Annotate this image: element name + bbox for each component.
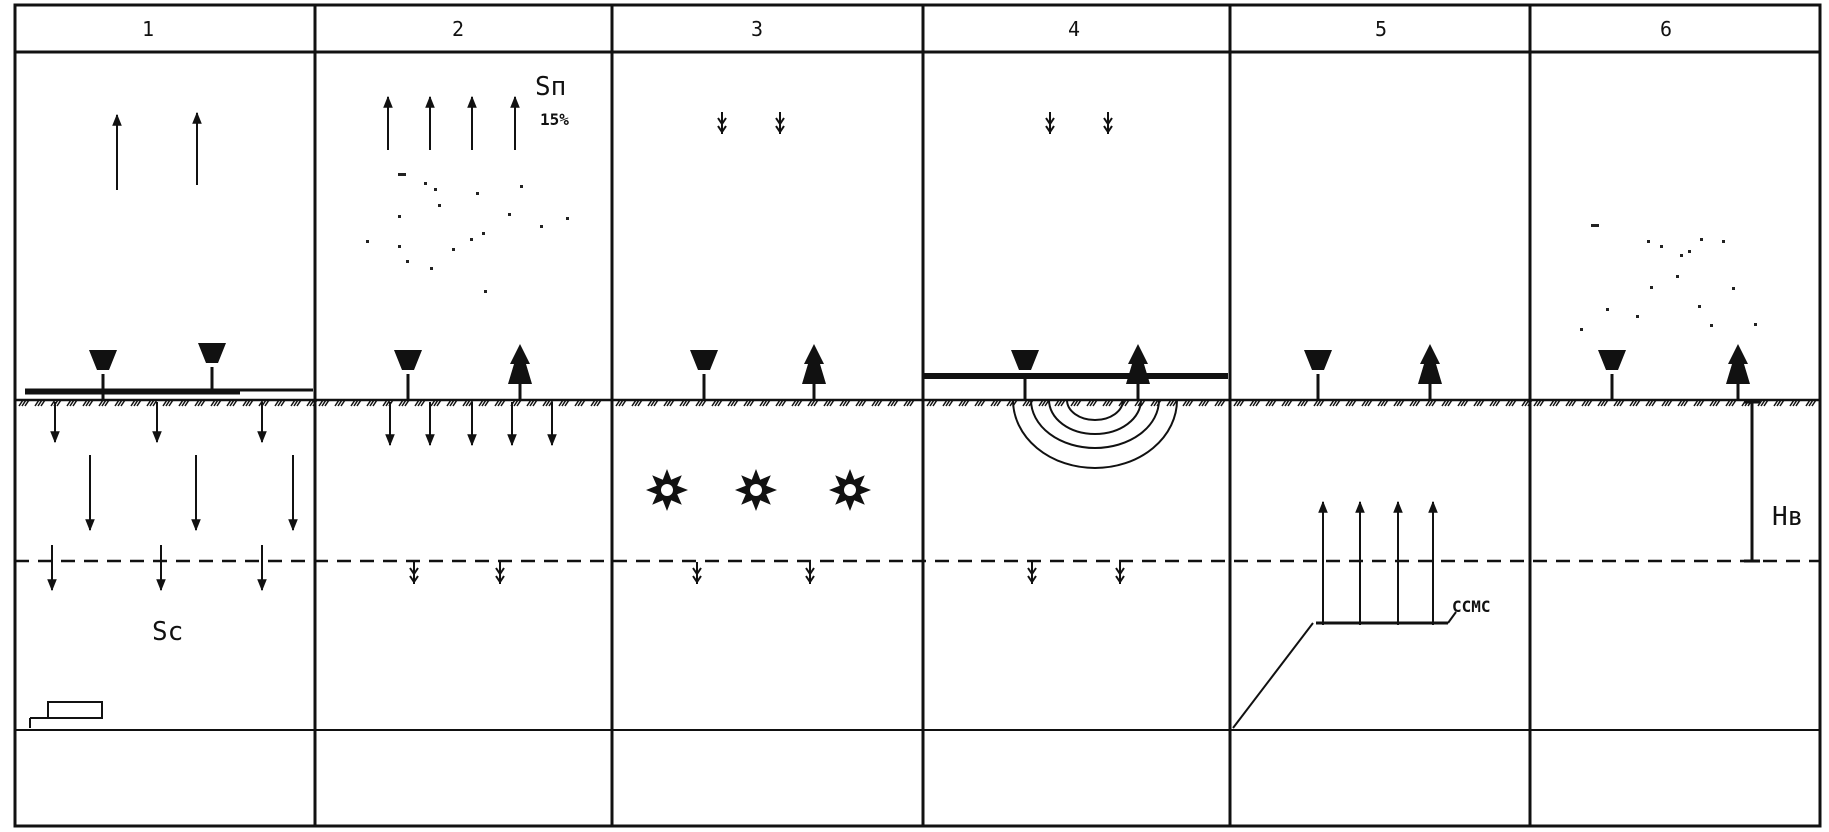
spray-dots-2 [366,173,569,293]
spray-dots-6-dot [1688,250,1691,253]
spray-dots-2-dot [430,267,433,270]
tree-4b-crown [1126,344,1150,384]
spray-dots-2-dot [520,185,523,188]
vapor-drip-3a [718,112,726,134]
plant-6a-crown [1598,350,1626,370]
salt-crystal-3c-core [844,484,856,496]
salt-crystal-3c [829,469,871,511]
groundwater-depth-label: Hв [1772,502,1803,532]
spray-dots-2-dot [484,290,487,293]
spray-dots-6-dot [1647,240,1650,243]
wetting-front-arcs [1013,400,1177,468]
spray-dots-6-dot [1700,238,1703,241]
column-header-5: 5 [1375,17,1387,41]
column-header-3: 3 [751,17,763,41]
column-header-2: 2 [452,17,464,41]
spray-dots-6-dot [1710,324,1713,327]
spray-dots-6-dot [1680,254,1683,257]
spray-dots-6-dot [1660,245,1663,248]
plant-3a-crown [690,350,718,370]
spray-dots-6-dot [1698,305,1701,308]
groundwater-drip-3b [806,562,814,584]
tree-2b [508,344,532,400]
drain-pipe-icon [48,702,102,718]
groundwater-drip-3a [693,562,701,584]
tree-3b [802,344,826,400]
salt-crystal-3a-core [661,484,673,496]
tree-4b [1126,344,1150,400]
tree-6b [1726,344,1750,400]
salt-crystal-3b-core [750,484,762,496]
ccmc-label: ССМС [1452,597,1491,616]
wetting-front-arc-1 [1049,400,1141,434]
spray-dots-2-dot [476,192,479,195]
spray-dots-6-dot [1636,315,1639,318]
vapor-drip-4b [1104,112,1112,134]
plant-6a [1598,350,1626,400]
column-header-4: 4 [1068,17,1080,41]
tree-6b-crown [1726,344,1750,384]
spray-dots-6-dot [1580,328,1583,331]
vapor-drip-4a [1046,112,1054,134]
spray-dots-2-dot [438,204,441,207]
spray-dots-2-dot [540,225,543,228]
spray-dots-6-dot [1650,286,1653,289]
tree-2b-crown [508,344,532,384]
column-header-6: 6 [1660,17,1672,41]
plant-5a [1304,350,1332,400]
spray-dots-2-dot [424,182,427,185]
plant-5a-crown [1304,350,1332,370]
groundwater-drip-2b [496,562,504,584]
spray-dots-6-dot [1606,308,1609,311]
spray-dots-2-dot [406,260,409,263]
surface-runoff-label: Sп [535,72,566,102]
plant-2a-crown [394,350,422,370]
spray-dots-2-dot [508,213,511,216]
plant-1a-crown [89,350,117,370]
seepage-label: Sc [152,617,183,647]
spray-dots-2-dot [482,232,485,235]
spray-dots-6-dot [1754,323,1757,326]
salt-crystal-3a [646,469,688,511]
tree-5b-crown [1418,344,1442,384]
ccmc-inflow-line [1233,623,1313,728]
table-border [15,5,1820,826]
plant-1b [198,343,226,393]
spray-dots-2-dot [452,248,455,251]
spray-dots-2-dot [398,245,401,248]
spray-dots-2-dot [434,188,437,191]
plant-3a [690,350,718,400]
tree-3b-crown [802,344,826,384]
surface-runoff-percent: 15% [540,110,569,129]
spray-dots-6-dot [1732,287,1735,290]
spray-dots-2-dot [398,173,406,176]
salt-crystal-3b [735,469,777,511]
spray-dots-2-dot [566,217,569,220]
plant-1b-crown [198,343,226,363]
tree-5b [1418,344,1442,400]
spray-dots-2-dot [470,238,473,241]
spray-dots-6 [1580,224,1757,331]
groundwater-drip-4b [1116,562,1124,584]
plant-4a-crown [1011,350,1039,370]
groundwater-drip-2a [410,562,418,584]
spray-dots-6-dot [1722,240,1725,243]
column-header-1: 1 [142,17,154,41]
groundwater-drip-4a [1028,562,1036,584]
spray-dots-2-dot [398,215,401,218]
spray-dots-6-dot [1676,275,1679,278]
spray-dots-2-dot [366,240,369,243]
plant-2a [394,350,422,400]
vapor-drip-3b [776,112,784,134]
spray-dots-6-dot [1591,224,1599,227]
